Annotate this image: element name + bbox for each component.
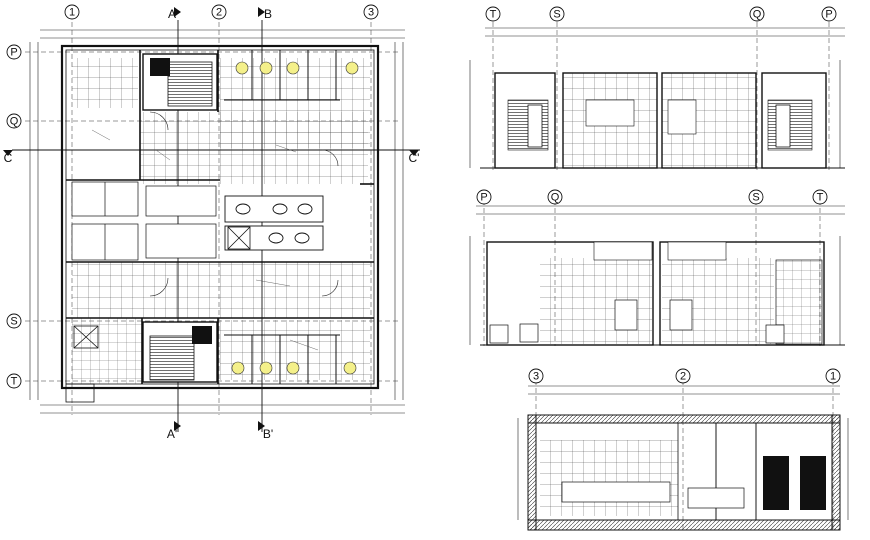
section-c-arrow-0 xyxy=(3,150,13,156)
plan-grid-bubble-side-0-label: P xyxy=(10,47,17,59)
plan-grid-bubble-top-2: 3 xyxy=(363,4,379,20)
elev-mid-grid-bubble-0-label: P xyxy=(480,192,487,204)
plan-grid-bubble-top-0: 1 xyxy=(64,4,80,20)
plan-dimension-lines xyxy=(29,29,405,414)
door-swings xyxy=(149,111,339,297)
section-ab-arrow-2 xyxy=(174,421,181,431)
elev-top-grid-bubble-1-label: S xyxy=(553,9,560,21)
section-bottom xyxy=(517,380,849,531)
stalls-north xyxy=(224,50,340,101)
section-tile-wall xyxy=(540,440,678,516)
elev-mid-grid-bubble-3-label: T xyxy=(817,192,824,204)
sauna-door-dark-2 xyxy=(800,456,826,510)
tiled-floor-corridor xyxy=(72,262,370,318)
section-grid-bubble-2-label: 1 xyxy=(830,371,836,383)
sauna-stove-south xyxy=(192,326,212,344)
elev-top-grid-bubble-0: T xyxy=(485,6,501,22)
section-cut-b: B xyxy=(264,7,272,21)
tiled-floor-sw xyxy=(72,318,142,384)
sauna-door-dark-1 xyxy=(763,456,789,510)
section-cut-a: A xyxy=(168,7,176,21)
tiled-floor-nw xyxy=(72,58,138,108)
plan-grid-bubble-side-2-label: S xyxy=(10,316,17,328)
section-grid-bubble-0: 3 xyxy=(528,368,544,384)
section-cut-c-prime: C' xyxy=(409,151,420,165)
floor-plan xyxy=(12,20,420,432)
plan-grid-bubble-side-3: T xyxy=(6,373,22,389)
entry-step xyxy=(65,383,95,403)
elev-top-grid-bubble-2: Q xyxy=(749,6,765,22)
elev-top-grid-bubble-3: P xyxy=(821,6,837,22)
elev-mid-dimensions xyxy=(469,205,845,345)
elev-top-grid-bubble-0-label: T xyxy=(490,9,497,21)
section-ab-arrow-3 xyxy=(258,421,265,431)
plan-grid-bubble-side-1-label: Q xyxy=(10,116,19,128)
elev-top-grid-bubble-1: S xyxy=(549,6,565,22)
plan-grid-bubble-top-0-label: 1 xyxy=(69,7,75,19)
shower-highlights-north xyxy=(235,61,359,75)
section-c-arrow-1 xyxy=(409,150,419,156)
elev-top-dimensions xyxy=(469,27,845,168)
section-grid-bubble-1: 2 xyxy=(675,368,691,384)
lockers-west xyxy=(71,181,217,261)
plan-grid-bubble-top-2-label: 3 xyxy=(368,7,374,19)
plan-grid-bubble-top-1: 2 xyxy=(211,4,227,20)
section-ab-arrow-1 xyxy=(258,7,265,17)
section-grid-bubble-1-label: 2 xyxy=(680,371,686,383)
plan-grid-bubble-side-2: S xyxy=(6,313,22,329)
section-counter xyxy=(561,481,671,503)
plan-annotation-leaders xyxy=(91,129,319,351)
elev-mid-grid-bubble-1-label: Q xyxy=(551,192,560,204)
elev-top-grid-bubble-3-label: P xyxy=(825,9,832,21)
plan-grid-bubble-side-0: P xyxy=(6,44,22,60)
sauna-room-north xyxy=(142,53,218,111)
vanity-counters xyxy=(224,195,324,251)
elev-top-grid-bubble-2-label: Q xyxy=(753,9,762,21)
elev-mid-grid-bubble-1: Q xyxy=(547,189,563,205)
elev-mid-grid-bubble-2: S xyxy=(748,189,764,205)
sauna-room-south xyxy=(142,321,218,383)
elev-top-grid-lines xyxy=(492,22,830,170)
interior-walls xyxy=(66,50,374,384)
elev-mid-grid-bubble-0: P xyxy=(476,189,492,205)
mech-box-crossed xyxy=(73,226,251,349)
section-cut-b-prime: B' xyxy=(263,427,273,441)
section-grid-bubble-2: 1 xyxy=(825,368,841,384)
plan-grid-bubble-top-1-label: 2 xyxy=(216,7,222,19)
tiled-floor-upper-hall xyxy=(140,112,368,184)
elevation-top xyxy=(469,22,845,170)
plan-grid-bubble-side-3-label: T xyxy=(11,376,18,388)
elevation-middle xyxy=(469,200,845,346)
elev-mid-grid-bubble-3: T xyxy=(812,189,828,205)
section-ab-arrow-0 xyxy=(174,7,181,17)
section-cut-c: C xyxy=(4,151,13,165)
sauna-stove-north xyxy=(150,58,170,76)
section-cut-a-prime: A' xyxy=(167,427,177,441)
stalls-south xyxy=(224,334,340,384)
section-grid-bubble-0-label: 3 xyxy=(533,371,539,383)
section-dimensions xyxy=(517,385,849,520)
shower-highlights-south xyxy=(231,361,357,375)
elev-mid-grid-bubble-2-label: S xyxy=(752,192,759,204)
plan-grid-bubble-side-1: Q xyxy=(6,113,22,129)
